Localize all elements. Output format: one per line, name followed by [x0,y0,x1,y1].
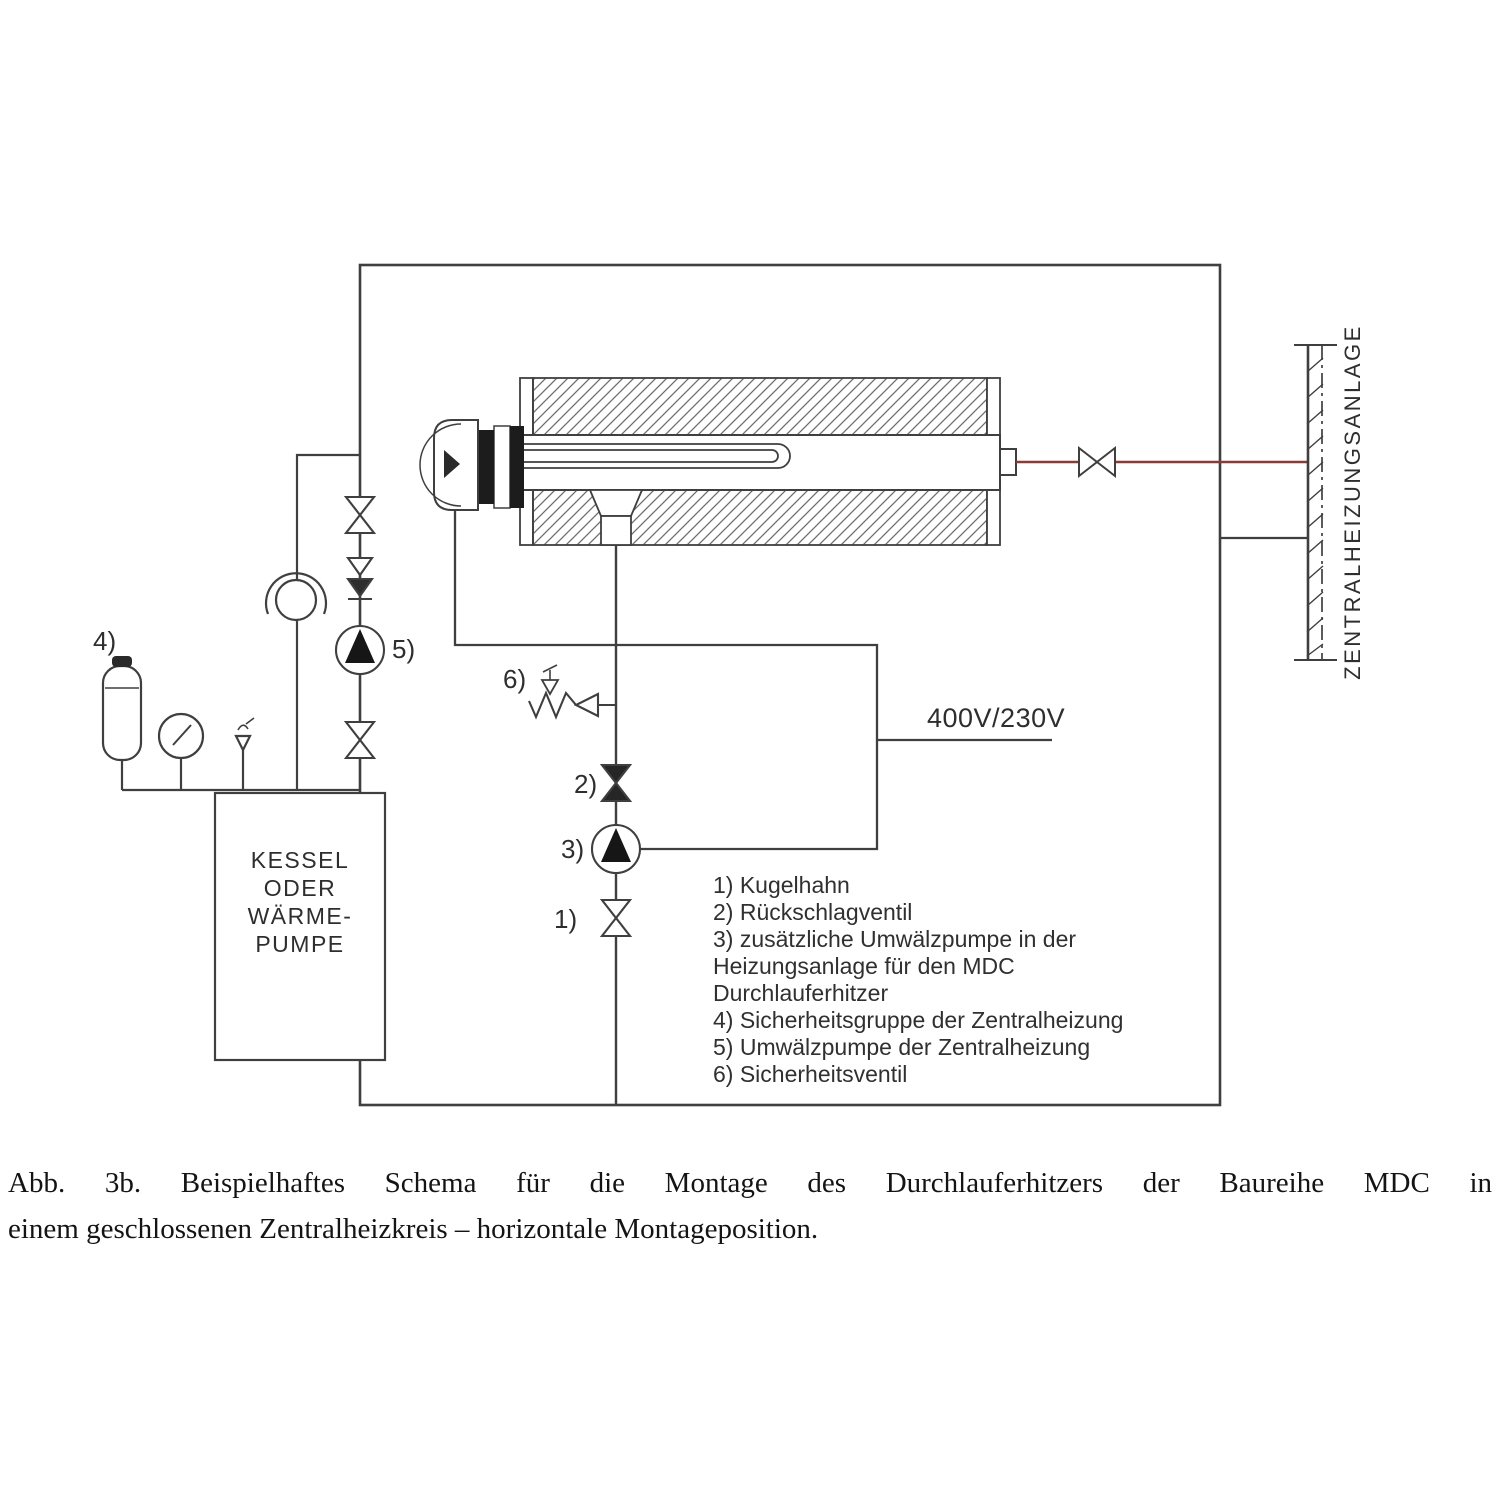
casing-endplate-tr [986,377,1001,436]
vent-valve [234,717,255,753]
check-valve-2 [599,763,633,803]
boiler-box: KESSEL ODER WÄRME- PUMPE [213,791,387,1062]
outlet-fitting [999,448,1017,476]
power-wiring [453,510,1052,851]
legend-item-1: 1) Kugelhahn [713,872,850,898]
legend-item-2: 2) Rückschlagventil [713,899,913,925]
circulation-pump-3 [590,823,642,875]
callout-6: 6) [503,664,526,694]
boiler-label-line1: KESSEL [251,847,350,873]
sensor-arc [264,572,328,615]
legend-item-3-cont1: Heizungsanlage für den MDC [713,953,1015,979]
wall-caps [1294,344,1337,661]
isolation-valve-top [343,495,377,535]
bypass-pipe [295,453,360,790]
boiler-label-line4: PUMPE [255,931,344,957]
callout-4: 4) [93,626,116,656]
safety-valve-6 [528,664,616,720]
callout-1: 1) [554,904,577,934]
boiler-outline [213,791,387,1062]
circuit-loop [358,263,1222,1107]
ball-valve-1 [599,898,633,938]
callout-2: 2) [574,769,597,799]
callout-3: 3) [561,834,584,864]
central-heating-wall [1294,344,1337,661]
legend-item-3-cont2: Durchlauferhitzer [713,980,889,1006]
outlet-flow [1016,445,1308,479]
figure-caption: Abb. 3b. Beispielhaftes Schema für die M… [8,1160,1492,1252]
safety-group [101,656,360,792]
boiler-label-line3: WÄRME- [248,903,353,929]
gauge-needle [172,724,192,746]
heater-assembly [419,377,1017,546]
legend-item-4: 4) Sicherheitsgruppe der Zentralheizung [713,1007,1124,1033]
casing-endplate-br [986,489,1001,546]
bypass-branch [264,453,360,790]
callout-5: 5) [392,634,415,664]
casing-top [532,377,988,436]
supply-column [528,664,642,938]
legend-item-3: 3) zusätzliche Umwälzpumpe in der [713,926,1077,952]
shutoff-valve [1078,445,1116,479]
inlet-funnel [588,489,644,546]
bypass-gauge [274,578,318,622]
safety-group-stubs [120,750,245,790]
circulation-pump-5 [334,624,386,676]
vessel-cap [112,656,132,667]
central-heating-label: ZENTRALHEIZUNGSANLAGE [1340,324,1365,680]
voltage-label: 400V/230V [927,703,1065,733]
heater-flange [419,419,524,511]
wall-hatch-ticks [1306,357,1324,657]
expansion-vessel [101,664,143,762]
legend-item-6: 6) Sicherheitsventil [713,1061,908,1087]
legend-item-5: 5) Umwälzpumpe der Zentralheizung [713,1034,1091,1060]
caption-line-2: einem geschlossenen Zentralheizkreis – h… [8,1213,819,1245]
caption-line-1: Abb. 3b. Beispielhaftes Schema für die M… [8,1167,1492,1199]
left-riser [334,495,386,760]
check-valve-left [345,556,375,601]
heating-element-rods [522,443,791,469]
boiler-label-line2: ODER [264,875,336,901]
isolation-valve-bottom [343,720,377,760]
wiring-run [453,510,879,851]
legend: 1) Kugelhahn 2) Rückschlagventil 3) zusä… [713,872,1193,1088]
